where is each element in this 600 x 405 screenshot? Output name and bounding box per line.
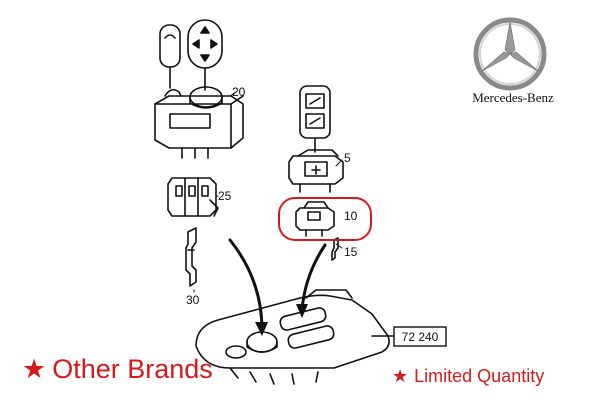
part-label-15: 15 bbox=[344, 245, 358, 259]
terminal-15 bbox=[331, 237, 339, 261]
connector-block-25 bbox=[167, 177, 219, 217]
terminal-pin-30 bbox=[185, 227, 197, 287]
promo-limited-quantity: ★Limited Quantity bbox=[392, 366, 544, 387]
leader-line-5 bbox=[335, 159, 343, 167]
part-label-25: 25 bbox=[218, 189, 232, 203]
promo-other-brands: ★Other Brands bbox=[22, 354, 213, 385]
part-label-5: 5 bbox=[344, 151, 351, 165]
promo-left-text: Other Brands bbox=[52, 354, 213, 384]
leader-line-20 bbox=[229, 91, 237, 97]
mercedes-benz-star-icon bbox=[473, 17, 547, 91]
star-icon: ★ bbox=[392, 366, 409, 386]
brand-name: Mercedes-Benz bbox=[472, 90, 554, 105]
part-label-20: 20 bbox=[232, 85, 246, 99]
window-switch-symbol-icon bbox=[299, 85, 331, 153]
window-switch-5 bbox=[288, 149, 344, 193]
switch-10 bbox=[295, 201, 335, 237]
arrowhead-icon bbox=[255, 322, 268, 336]
highlight-ring bbox=[278, 197, 372, 241]
reference-number: 72 240 bbox=[402, 330, 439, 344]
arrowhead-icon bbox=[296, 304, 308, 318]
promo-right-text: Limited Quantity bbox=[414, 366, 545, 386]
part-label-30: 30 bbox=[186, 293, 200, 307]
button-symbol-icon bbox=[159, 24, 181, 89]
pointer-arrow-switch bbox=[300, 243, 327, 312]
switch-assembly-20 bbox=[154, 86, 244, 159]
joystick-symbol-icon bbox=[187, 19, 223, 91]
reference-number-box bbox=[393, 326, 447, 347]
leader-line-15 bbox=[335, 243, 343, 249]
pointer-arrow-joystick bbox=[228, 238, 264, 332]
part-label-10: 10 bbox=[344, 209, 358, 223]
star-icon: ★ bbox=[22, 354, 47, 384]
console-panel bbox=[195, 289, 395, 385]
